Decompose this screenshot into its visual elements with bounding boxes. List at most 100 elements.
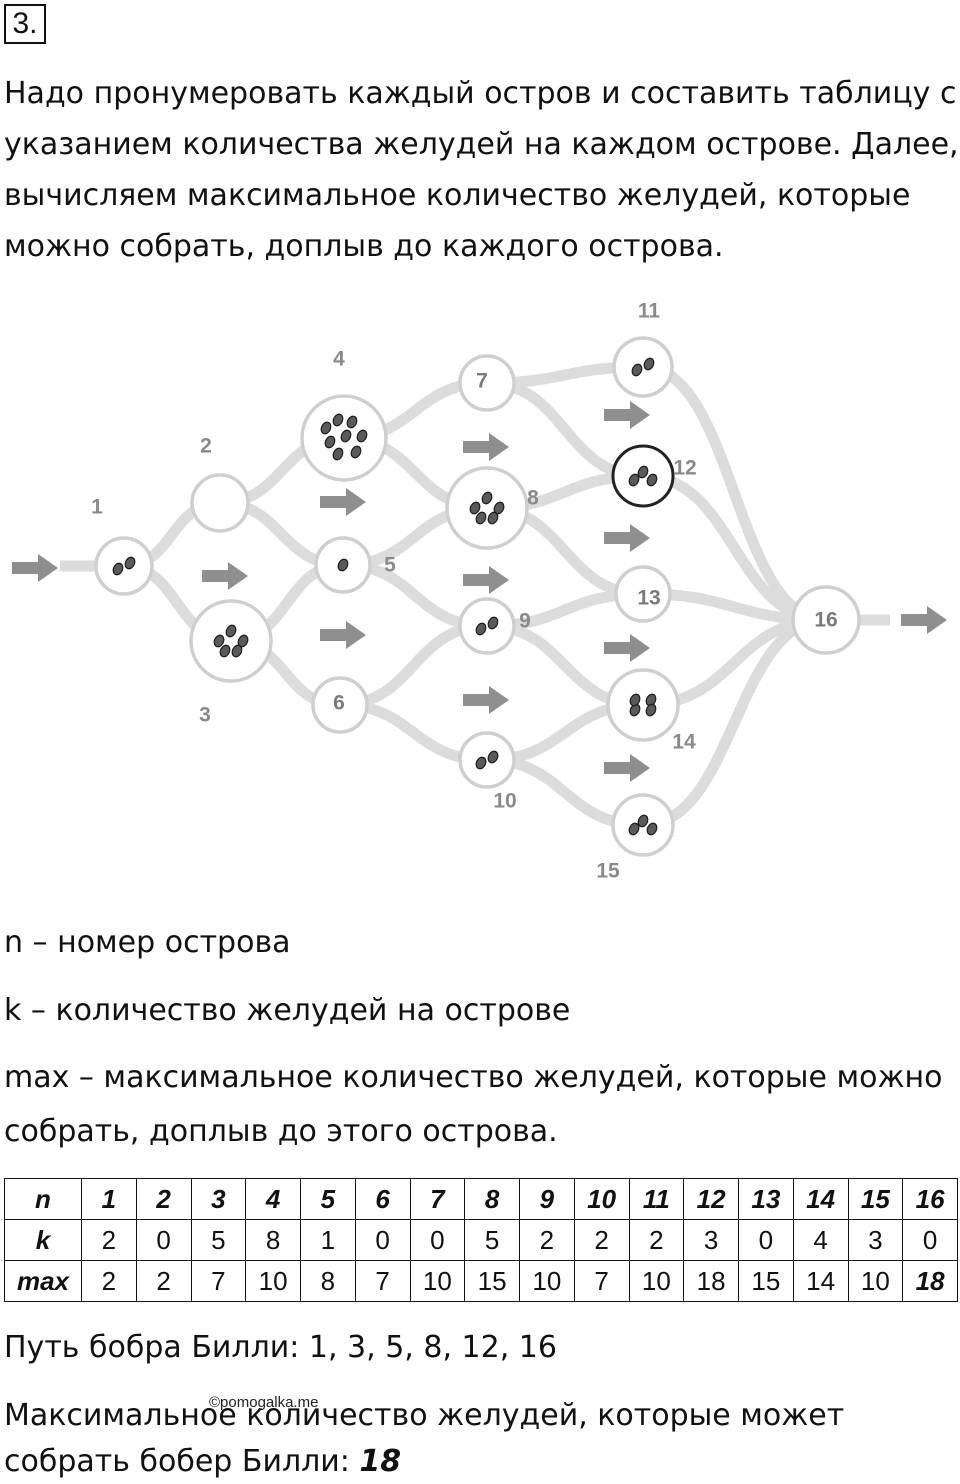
acorn-icon: [332, 447, 344, 461]
acorn-icon: [646, 473, 658, 487]
table-cell: 0: [135, 1219, 192, 1261]
island-label: 15: [596, 860, 620, 883]
table-cell: 0: [738, 1219, 794, 1261]
acorn-icon: [645, 703, 657, 717]
island-node: [458, 731, 516, 789]
acorn-icon: [475, 622, 487, 636]
island-label: 11: [638, 300, 661, 323]
legend-k: k – количество желудей на острове: [4, 993, 571, 1028]
table-cell: 2: [628, 1219, 685, 1261]
answer-line1: Максимальное количество желудей, которые…: [4, 1398, 845, 1433]
table-cell: 5: [190, 1219, 247, 1261]
island-node: [458, 354, 516, 412]
acorn-icon: [637, 465, 649, 479]
flow-arrow-icon: [320, 488, 366, 516]
island-label: 1: [91, 496, 103, 519]
acorn-icon: [631, 363, 643, 377]
table-cell: 15: [464, 1260, 520, 1302]
table-cell: 3: [847, 1219, 904, 1261]
acorn-icon: [337, 558, 349, 572]
table-cell: 10: [628, 1260, 685, 1302]
flow-arrow-icon: [202, 562, 248, 590]
island-node: [614, 565, 672, 623]
flow-arrow-icon: [604, 634, 650, 662]
island-label: 14: [672, 731, 696, 754]
table-cell: 18: [683, 1260, 739, 1302]
island-label: 4: [333, 348, 345, 371]
table-cell: 11: [628, 1178, 685, 1220]
table-cell: 4: [792, 1219, 849, 1261]
island-label: 12: [673, 457, 696, 480]
table-cell: 2: [519, 1219, 575, 1261]
table-cell: 6: [354, 1178, 411, 1220]
acorn-icon: [320, 421, 332, 435]
island-node: [445, 466, 529, 550]
flow-arrow-icon: [463, 433, 509, 461]
island-label: 9: [519, 610, 531, 633]
intro-line: Надо пронумеровать каждый остров и соста…: [4, 76, 957, 111]
task-number: 3.: [4, 4, 46, 44]
table-cell: 3: [683, 1219, 739, 1261]
island-label: 16: [814, 609, 837, 632]
acorn-icon: [487, 616, 499, 630]
answer-value: 18: [359, 1444, 402, 1479]
legend-max-line2: собрать, доплыв до этого острова.: [4, 1114, 558, 1149]
table-cell: 7: [409, 1178, 466, 1220]
acorn-icon: [475, 511, 487, 525]
table-cell: 14: [792, 1178, 849, 1220]
table-cell: 15: [738, 1260, 794, 1302]
acorn-icon: [629, 693, 641, 707]
flow-arrow-icon: [463, 566, 509, 594]
island-label: 13: [637, 587, 660, 610]
acorn-icon: [628, 473, 640, 487]
table-cell: 4: [245, 1178, 301, 1220]
island-node: [612, 336, 674, 398]
table-cell: 5: [300, 1178, 356, 1220]
island-node: [458, 597, 516, 655]
island-nodes: [94, 336, 861, 857]
answer-line2: собрать бобер Билли: 18: [4, 1444, 401, 1479]
legend-n: n – номер острова: [4, 925, 291, 960]
table-cell: 2: [573, 1219, 630, 1261]
island-label: 5: [384, 554, 396, 577]
table-cell: 9: [519, 1178, 575, 1220]
acorn-icon: [481, 491, 493, 505]
intro-line: указанием количества желудей на каждом о…: [4, 127, 959, 162]
acorn-icon: [637, 814, 649, 828]
table-cell: 7: [354, 1260, 411, 1302]
island-label: 2: [200, 435, 212, 458]
island-node: [791, 585, 861, 655]
table-cell: 0: [409, 1219, 466, 1261]
table-cell: 13: [738, 1178, 794, 1220]
acorn-icon: [475, 756, 487, 770]
acorn-icon: [332, 413, 344, 427]
table-cell: 16: [902, 1178, 958, 1220]
legend-max-line1: max – максимальное количество желудей, к…: [4, 1060, 943, 1095]
island-label: 7: [476, 370, 488, 393]
island-label: 8: [527, 487, 539, 510]
island-label: 6: [333, 692, 345, 715]
table-cell: 10: [245, 1260, 301, 1302]
table-cell: 10: [573, 1178, 630, 1220]
flow-arrow-icon: [12, 554, 58, 582]
acorn-icon: [646, 822, 658, 836]
intro-text: Надо пронумеровать каждый остров и соста…: [4, 68, 959, 272]
table-cell: 2: [135, 1260, 192, 1302]
acorn-icon: [643, 357, 655, 371]
acorn-icon: [124, 556, 136, 570]
acorn-icon: [213, 634, 225, 648]
table-cell: 8: [245, 1219, 301, 1261]
island-node: [311, 676, 369, 734]
table-cell: 1: [81, 1178, 137, 1220]
table-row-header: k: [4, 1219, 82, 1261]
intro-line: вычисляем максимальное количество желуде…: [4, 178, 911, 213]
island-node: [189, 599, 273, 683]
table-cell: 1: [300, 1219, 356, 1261]
island-node: [190, 473, 250, 533]
acorn-icon: [469, 501, 481, 515]
flow-arrow-icon: [604, 754, 650, 782]
table-cell: 18: [902, 1260, 958, 1302]
